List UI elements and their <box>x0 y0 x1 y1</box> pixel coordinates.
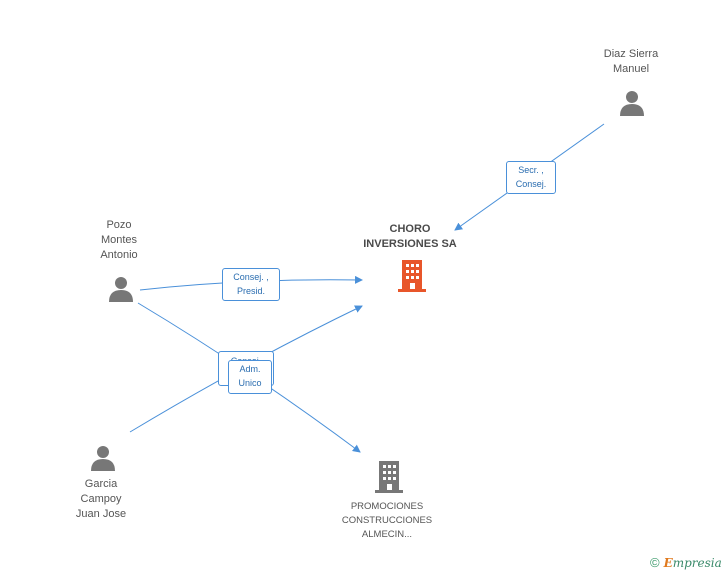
building-icon[interactable] <box>396 258 428 294</box>
relation-badge-adm[interactable]: Adm. Unico <box>228 360 272 394</box>
person-label-pozo[interactable]: Pozo Montes Antonio <box>100 219 138 261</box>
building-icon[interactable] <box>373 459 405 495</box>
brand-name: mpresia <box>672 556 722 570</box>
person-icon[interactable] <box>107 274 135 302</box>
person-icon[interactable] <box>89 443 117 471</box>
person-icon[interactable] <box>618 88 646 116</box>
company-label-promociones[interactable]: PROMOCIONES CONSTRUCCIONES ALMECIN... <box>341 501 433 540</box>
relation-badge-diaz[interactable]: Secr. , Consej. <box>506 161 556 194</box>
brand-initial: E <box>663 556 673 570</box>
relation-badge-pozo[interactable]: Consej. , Presid. <box>222 268 280 301</box>
company-label-choro[interactable]: CHORO INVERSIONES SA <box>363 223 457 250</box>
person-label-garcia[interactable]: Garcia Campoy Juan Jose <box>75 478 127 520</box>
copyright-symbol: © <box>650 555 660 570</box>
empresia-logo: ©Empresia <box>650 555 722 570</box>
person-label-diaz[interactable]: Diaz Sierra Manuel <box>603 48 659 75</box>
